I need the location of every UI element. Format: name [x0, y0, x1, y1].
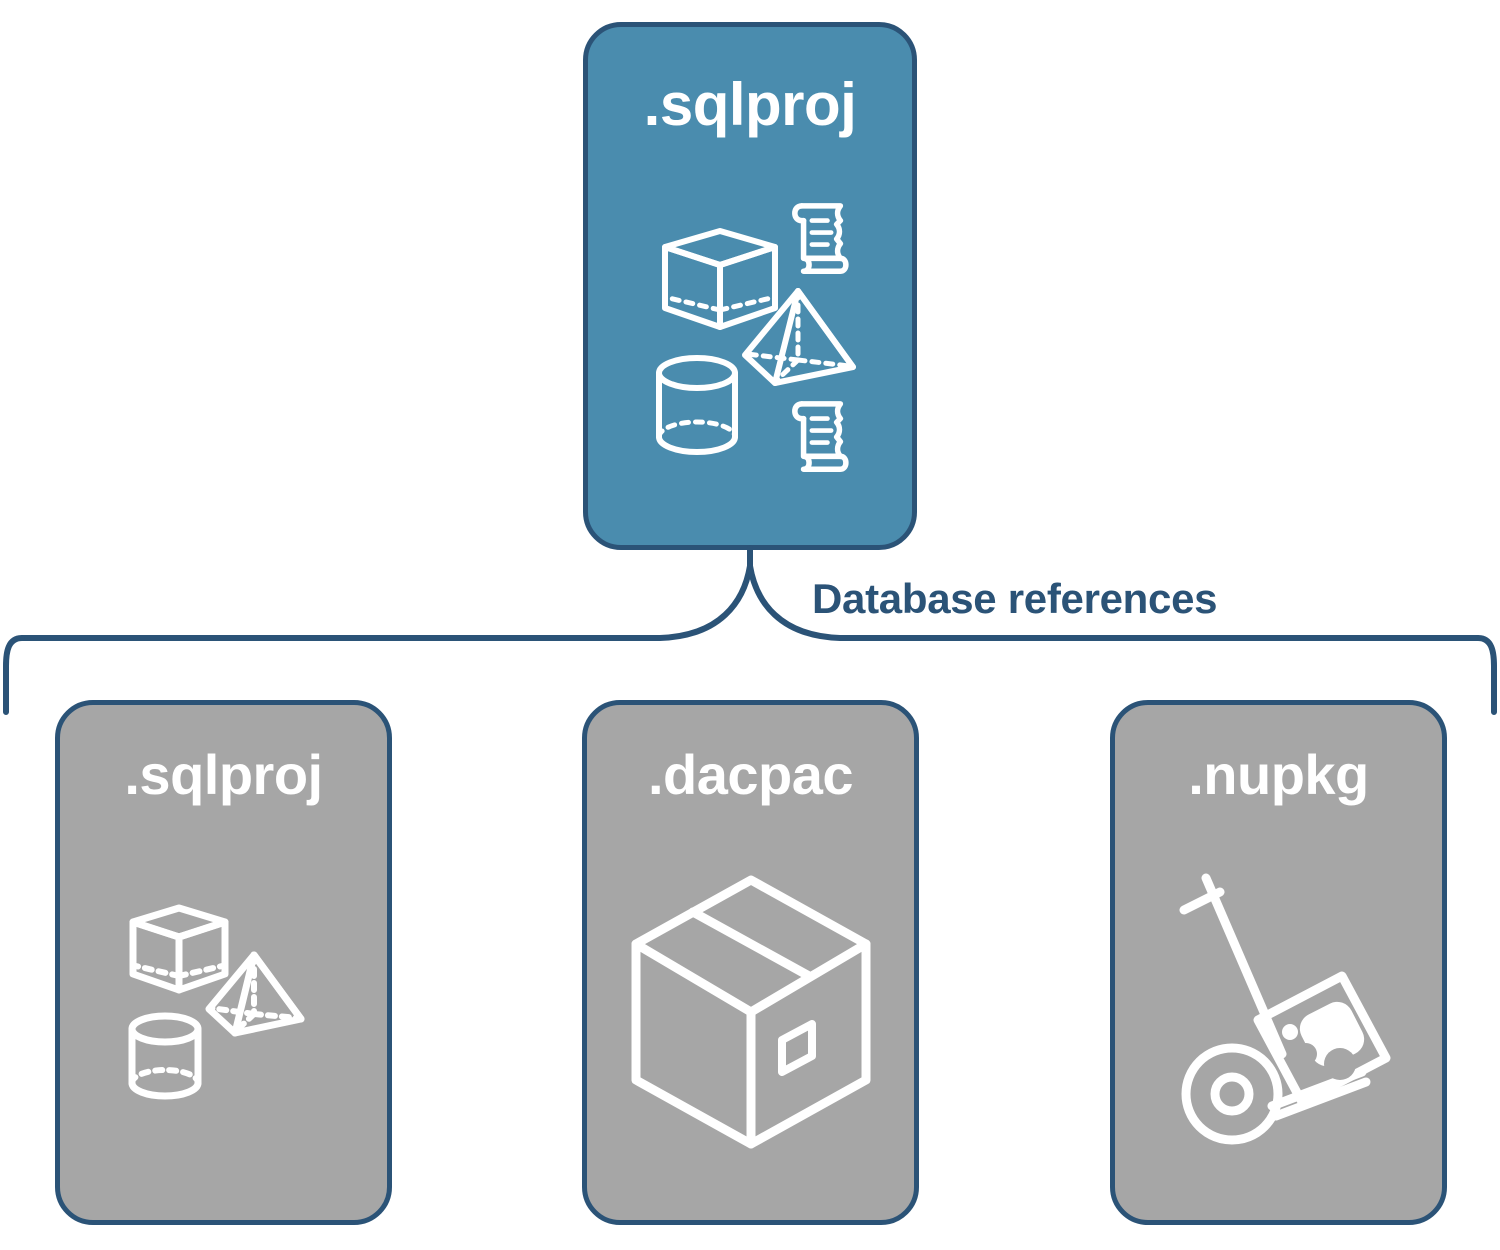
card-title: .nupkg: [1188, 743, 1369, 806]
card-child-sqlproj[interactable]: .sqlproj: [55, 700, 392, 1225]
wireframe-cylinder-icon: [128, 1012, 201, 1099]
brace-right-drop: [1475, 635, 1497, 715]
hand-truck-package-svg: [1179, 873, 1390, 1144]
card-title: .sqlproj: [643, 71, 857, 138]
wireframe-cylinder-icon: [656, 355, 738, 455]
hand-truck-package-icon: [1179, 873, 1390, 1144]
card-title: .dacpac: [647, 743, 854, 806]
card-title: .sqlproj: [124, 743, 323, 806]
scroll-script-icon: [792, 203, 849, 274]
sqlproj-icons-svg: [128, 904, 304, 1099]
root-icon-cluster: [588, 135, 912, 545]
brace-left-drop: [3, 635, 25, 715]
wireframe-pyramid-icon: [205, 951, 304, 1036]
dacpac-icon-cluster: [587, 803, 914, 1220]
wireframe-cube-icon: [129, 904, 228, 993]
wireframe-pyramid-icon: [742, 288, 856, 386]
database-references-label: Database references: [812, 575, 1218, 622]
card-root-sqlproj[interactable]: .sqlproj: [583, 22, 917, 550]
sqlproj-icon-cluster: [60, 803, 387, 1220]
wireframe-cube-icon: [662, 228, 778, 330]
nupkg-icon-cluster: [1115, 803, 1442, 1220]
shipping-box-svg: [631, 875, 870, 1148]
shipping-box-icon: [631, 875, 870, 1148]
card-child-dacpac[interactable]: .dacpac: [582, 700, 919, 1225]
scroll-script-icon: [792, 401, 849, 472]
card-child-nupkg[interactable]: .nupkg: [1110, 700, 1447, 1225]
brace-left-arm: [19, 563, 753, 641]
root-icons-svg: [656, 203, 856, 472]
